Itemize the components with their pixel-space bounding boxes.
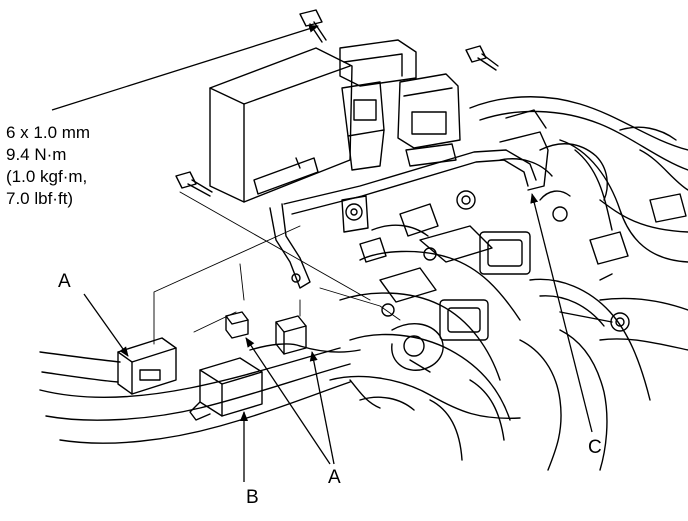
arrow-a-left [83, 293, 129, 357]
wire-harness [39, 343, 361, 444]
engine-background [329, 96, 688, 471]
bolt-left [175, 171, 213, 197]
torque-lbf-text: 7.0 lbf·ft) [6, 189, 74, 208]
callout-a-left: A [58, 271, 71, 292]
connector-b [189, 357, 263, 421]
leader-lines [153, 191, 401, 345]
relay-bracket [339, 39, 461, 171]
callout-b: B [246, 487, 259, 508]
connector-a-middle [225, 311, 249, 339]
control-module [209, 47, 353, 203]
callout-c: C [588, 437, 602, 458]
arrow-c [530, 193, 593, 433]
torque-nm-text: 9.4 N·m [6, 145, 67, 164]
mounting-bracket [269, 109, 549, 289]
arrow-a-right [309, 351, 335, 465]
torque-spec: 6 x 1.0 mm 9.4 N·m (1.0 kgf·m, 7.0 lbf·f… [6, 122, 90, 210]
arrow-bolt-top [51, 24, 319, 111]
bolt-top [299, 9, 327, 43]
bolt-size-text: 6 x 1.0 mm [6, 123, 91, 142]
arrow-a-middle [245, 337, 331, 465]
torque-kgf-text: (1.0 kgf·m, [6, 167, 88, 186]
bolt-right [465, 45, 499, 71]
callout-a-bottom: A [328, 467, 341, 488]
connector-a-left [117, 337, 177, 395]
connector-a-right [275, 315, 307, 355]
